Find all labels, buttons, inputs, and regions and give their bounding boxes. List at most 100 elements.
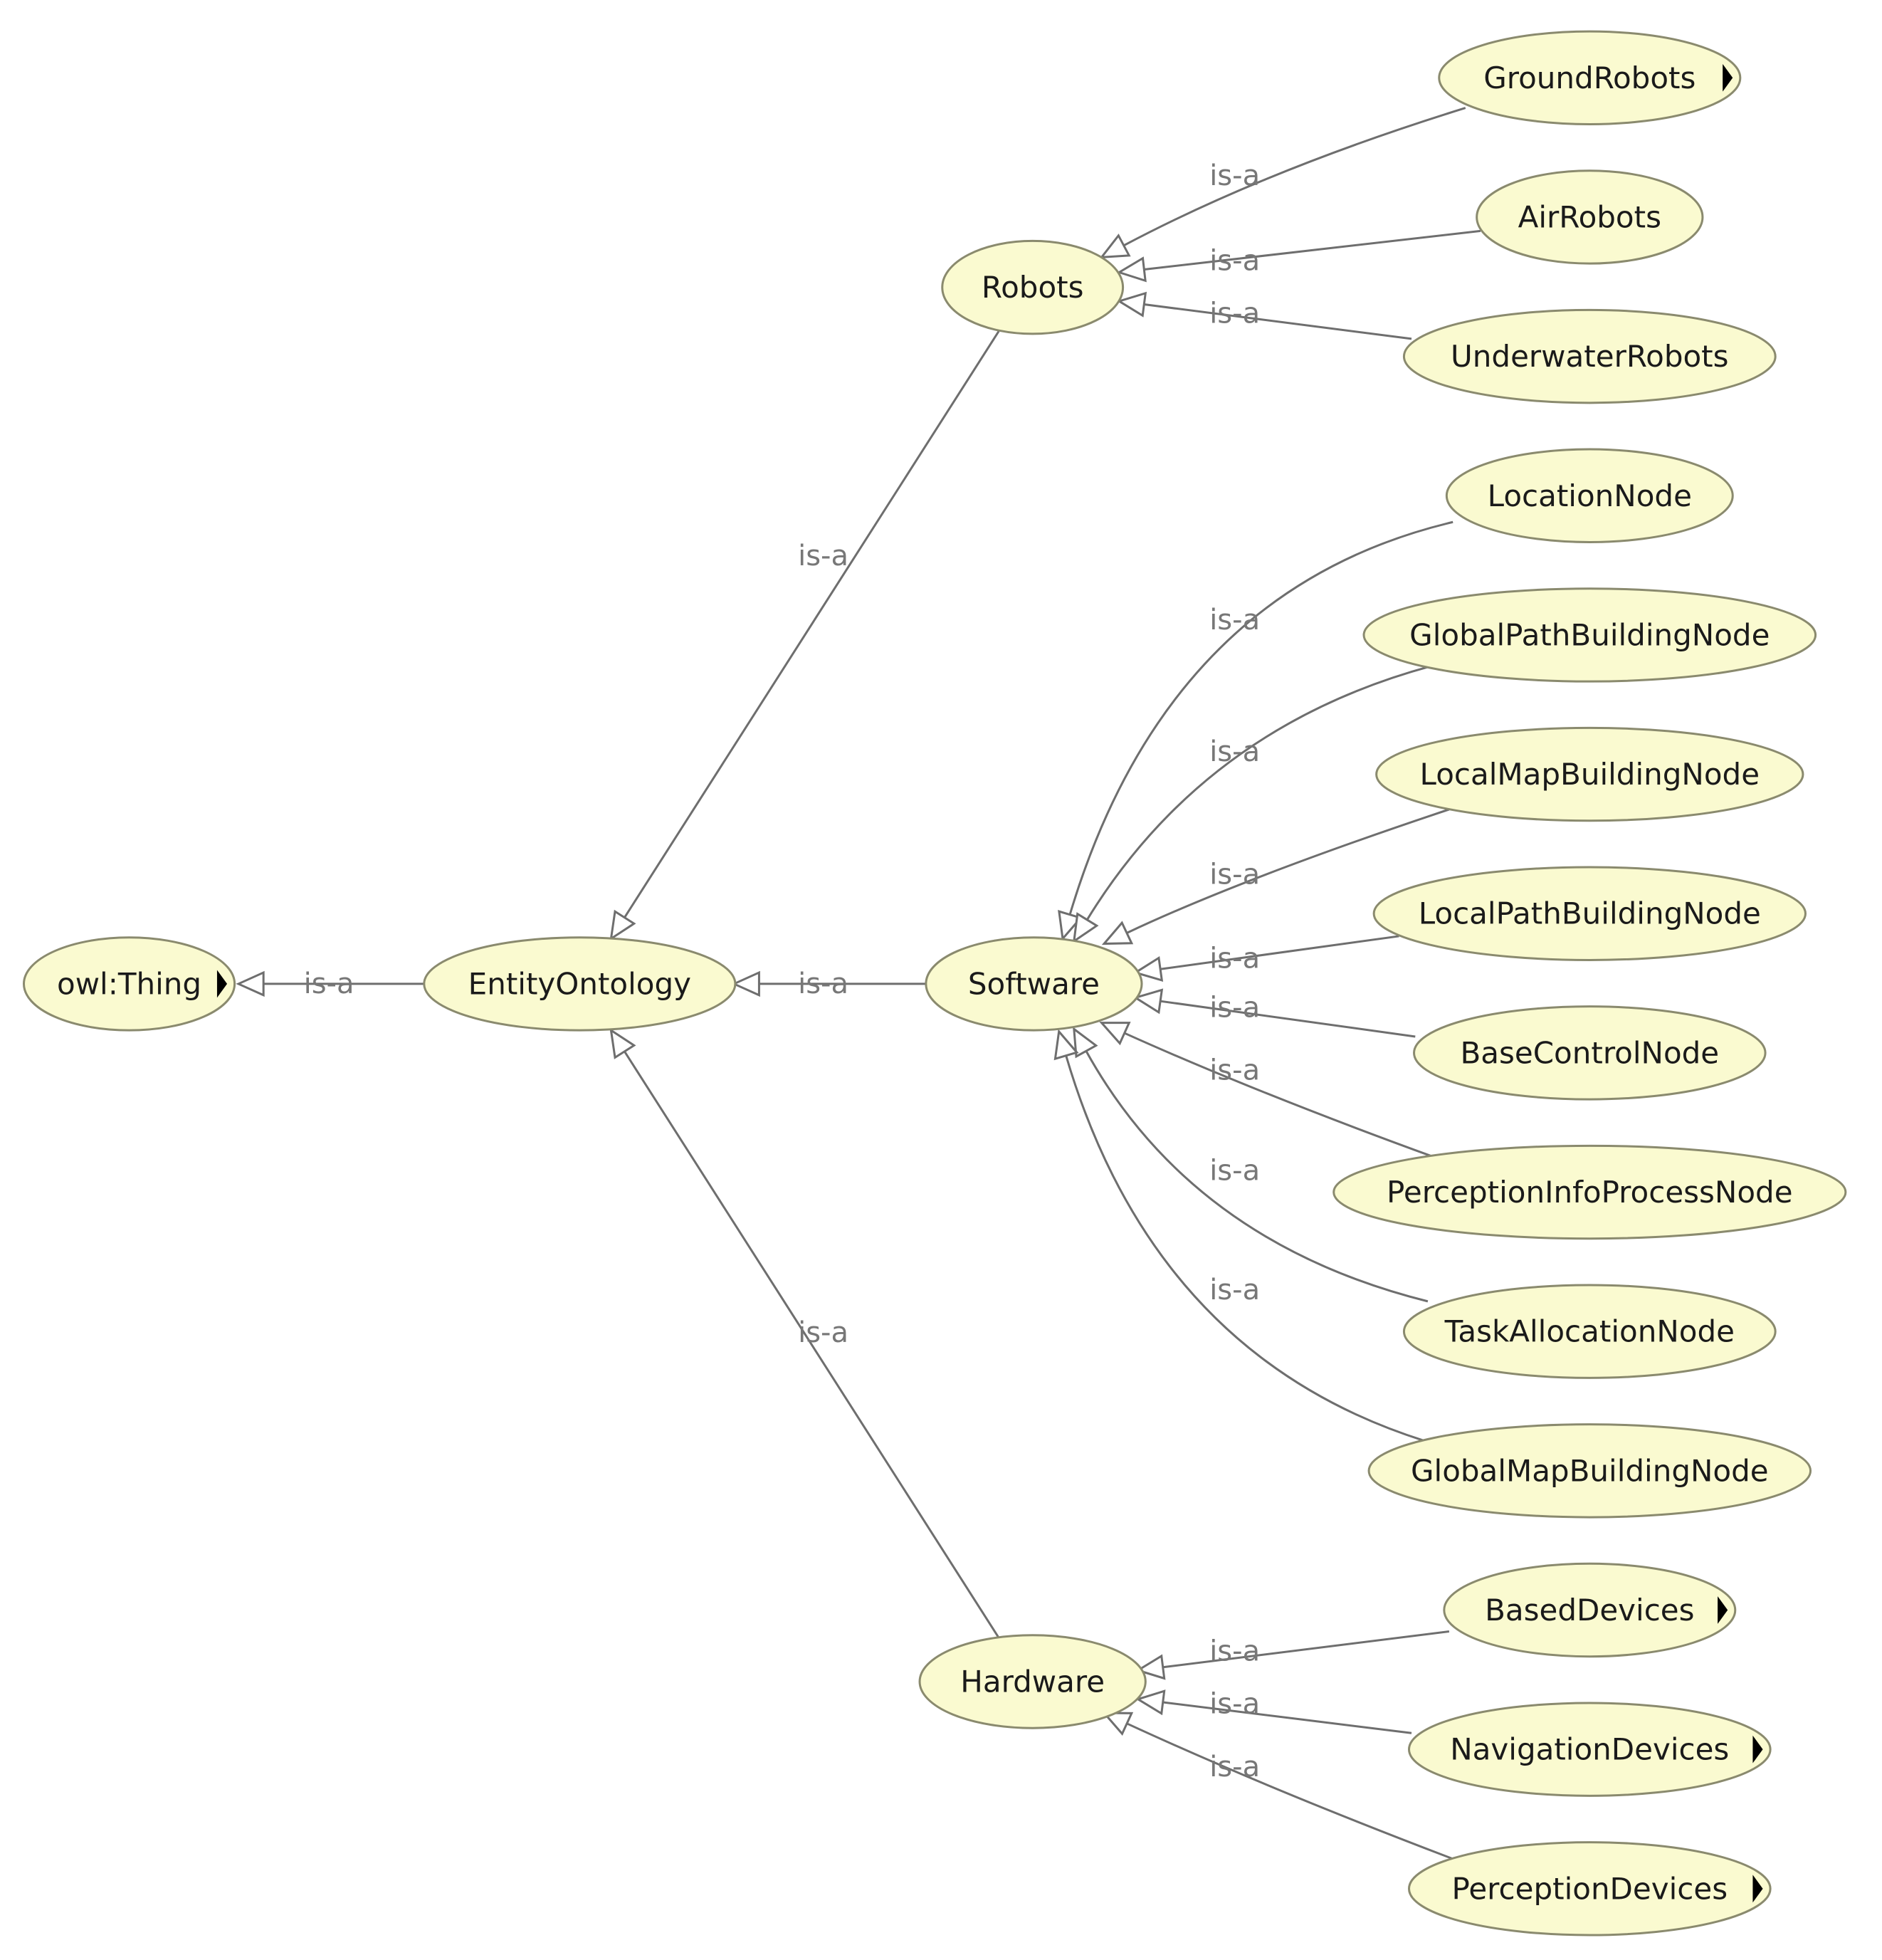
node-perception-devices[interactable]: PerceptionDevices <box>1407 1841 1772 1937</box>
node-global-map-building-node[interactable]: GlobalMapBuildingNode <box>1367 1423 1812 1519</box>
node-hardware[interactable]: Hardware <box>918 1634 1147 1729</box>
node-software[interactable]: Software <box>925 936 1143 1032</box>
edge-label: is-a <box>1209 1274 1260 1306</box>
node-label: Hardware <box>960 1664 1105 1699</box>
node-label: UnderwaterRobots <box>1451 339 1729 374</box>
node-label: NavigationDevices <box>1450 1732 1729 1767</box>
edge-line <box>1068 520 1453 916</box>
node-task-allocation-node[interactable]: TaskAllocationNode <box>1402 1284 1777 1379</box>
edge-line <box>1065 1055 1425 1442</box>
node-ellipse <box>1407 1702 1772 1797</box>
expand-triangle-icon[interactable] <box>216 970 228 998</box>
is-a-arrowhead <box>1135 1654 1166 1680</box>
edge-line <box>1160 1000 1416 1038</box>
edge-line <box>1160 935 1399 970</box>
edge-label: is-a <box>1209 159 1260 192</box>
edge-line <box>1162 1630 1450 1669</box>
edge-perception-devices: is-a <box>1101 1712 1456 1861</box>
node-label: BasedDevices <box>1485 1593 1694 1628</box>
expand-triangle-icon[interactable] <box>1752 1875 1763 1903</box>
node-label: LocalMapBuildingNode <box>1420 757 1760 792</box>
node-label: EntityOntology <box>468 966 691 1001</box>
is-a-arrowhead <box>1073 1027 1098 1059</box>
edge-label: is-a <box>798 540 848 572</box>
node-global-path-building-node[interactable]: GlobalPathBuildingNode <box>1362 587 1817 683</box>
node-label: PerceptionDevices <box>1452 1871 1728 1906</box>
node-ellipse <box>1407 1841 1772 1937</box>
node-ellipse <box>1438 30 1742 126</box>
is-a-arrowhead <box>236 970 265 997</box>
node-location-node[interactable]: LocationNode <box>1445 448 1734 543</box>
edge-line <box>1085 665 1431 921</box>
edge-ground-robots: is-a <box>1099 107 1466 259</box>
node-label: PerceptionInfoProcessNode <box>1387 1175 1793 1210</box>
nodes-layer: owl:Thing EntityOntology RobotsSoftwareHar… <box>22 30 1847 1937</box>
edge-line <box>624 330 1000 918</box>
is-a-arrowhead <box>1072 912 1099 944</box>
node-ellipse <box>1372 866 1807 961</box>
edge-label: is-a <box>1209 943 1260 975</box>
edge-label: is-a <box>1209 245 1260 278</box>
node-ellipse <box>1476 169 1704 265</box>
node-ellipse <box>1443 1562 1737 1658</box>
node-based-devices[interactable]: BasedDevices <box>1443 1562 1737 1658</box>
edges-layer: is-ais-ais-ais-ais-ais-ais-ais-ais-ais-a… <box>236 107 1481 1861</box>
edge-label: is-a <box>1209 735 1260 768</box>
edge-base-control: is-a <box>1132 988 1416 1038</box>
edge-line <box>624 1051 1000 1639</box>
edge-navigation-devices: is-a <box>1135 1688 1412 1734</box>
node-ground-robots[interactable]: GroundRobots <box>1438 30 1742 126</box>
node-ellipse <box>1402 308 1777 404</box>
node-label: LocalPathBuildingNode <box>1419 896 1761 931</box>
node-robots[interactable]: Robots <box>941 239 1125 335</box>
edge-global-path: is-a <box>1072 665 1431 944</box>
edge-line <box>1124 1032 1435 1158</box>
is-a-arrowhead <box>1101 921 1134 945</box>
expand-triangle-icon[interactable] <box>1718 1596 1728 1624</box>
node-label: Software <box>968 966 1100 1001</box>
node-navigation-devices[interactable]: NavigationDevices <box>1407 1702 1772 1797</box>
node-ellipse <box>925 936 1143 1032</box>
is-a-arrowhead <box>731 970 760 997</box>
node-label: BaseControlNode <box>1460 1035 1719 1070</box>
node-entity-ontology[interactable]: EntityOntology <box>423 936 737 1032</box>
node-label: GlobalMapBuildingNode <box>1411 1453 1769 1488</box>
edge-line <box>1085 1050 1429 1303</box>
edge-task-allocation: is-a <box>1073 1027 1429 1303</box>
node-label: GlobalPathBuildingNode <box>1409 617 1770 652</box>
node-label: AirRobots <box>1518 199 1661 234</box>
edge-label: is-a <box>1209 1751 1260 1783</box>
edge-line <box>1126 808 1450 934</box>
edge-local-map: is-a <box>1101 808 1450 945</box>
edge-label: is-a <box>1209 1155 1260 1188</box>
is-a-arrowhead <box>1099 234 1131 259</box>
node-perception-info-process-node[interactable]: PerceptionInfoProcessNode <box>1332 1144 1847 1240</box>
node-ellipse <box>423 936 737 1032</box>
edge-label: is-a <box>1209 1054 1260 1087</box>
node-label: TaskAllocationNode <box>1444 1314 1735 1349</box>
is-a-arrowhead <box>1132 956 1164 982</box>
expand-triangle-icon[interactable] <box>1723 63 1733 92</box>
edge-label: is-a <box>1209 604 1260 636</box>
node-ellipse <box>1445 448 1734 543</box>
edge-label: is-a <box>304 968 354 1000</box>
node-owl-thing[interactable]: owl:Thing <box>22 936 236 1032</box>
node-underwater-robots[interactable]: UnderwaterRobots <box>1402 308 1777 404</box>
node-label: owl:Thing <box>57 966 201 1001</box>
node-air-robots[interactable]: AirRobots <box>1476 169 1704 265</box>
is-a-arrowhead <box>1135 1689 1166 1716</box>
node-local-path-building-node[interactable]: LocalPathBuildingNode <box>1372 866 1807 961</box>
is-a-arrowhead <box>1099 1022 1131 1046</box>
expand-triangle-icon[interactable] <box>1752 1735 1763 1764</box>
edge-label: is-a <box>1209 1688 1260 1721</box>
edge-label: is-a <box>1209 298 1260 330</box>
edge-location-node: is-a <box>1058 520 1453 941</box>
node-base-control-node[interactable]: BaseControlNode <box>1413 1005 1767 1101</box>
edge-air-robots: is-a <box>1116 229 1481 283</box>
node-local-map-building-node[interactable]: LocalMapBuildingNode <box>1375 726 1804 822</box>
node-ellipse <box>1402 1284 1777 1379</box>
edge-hardware-entity: is-a <box>609 1028 1000 1639</box>
is-a-arrowhead <box>609 909 636 941</box>
edge-label: is-a <box>798 1316 848 1349</box>
